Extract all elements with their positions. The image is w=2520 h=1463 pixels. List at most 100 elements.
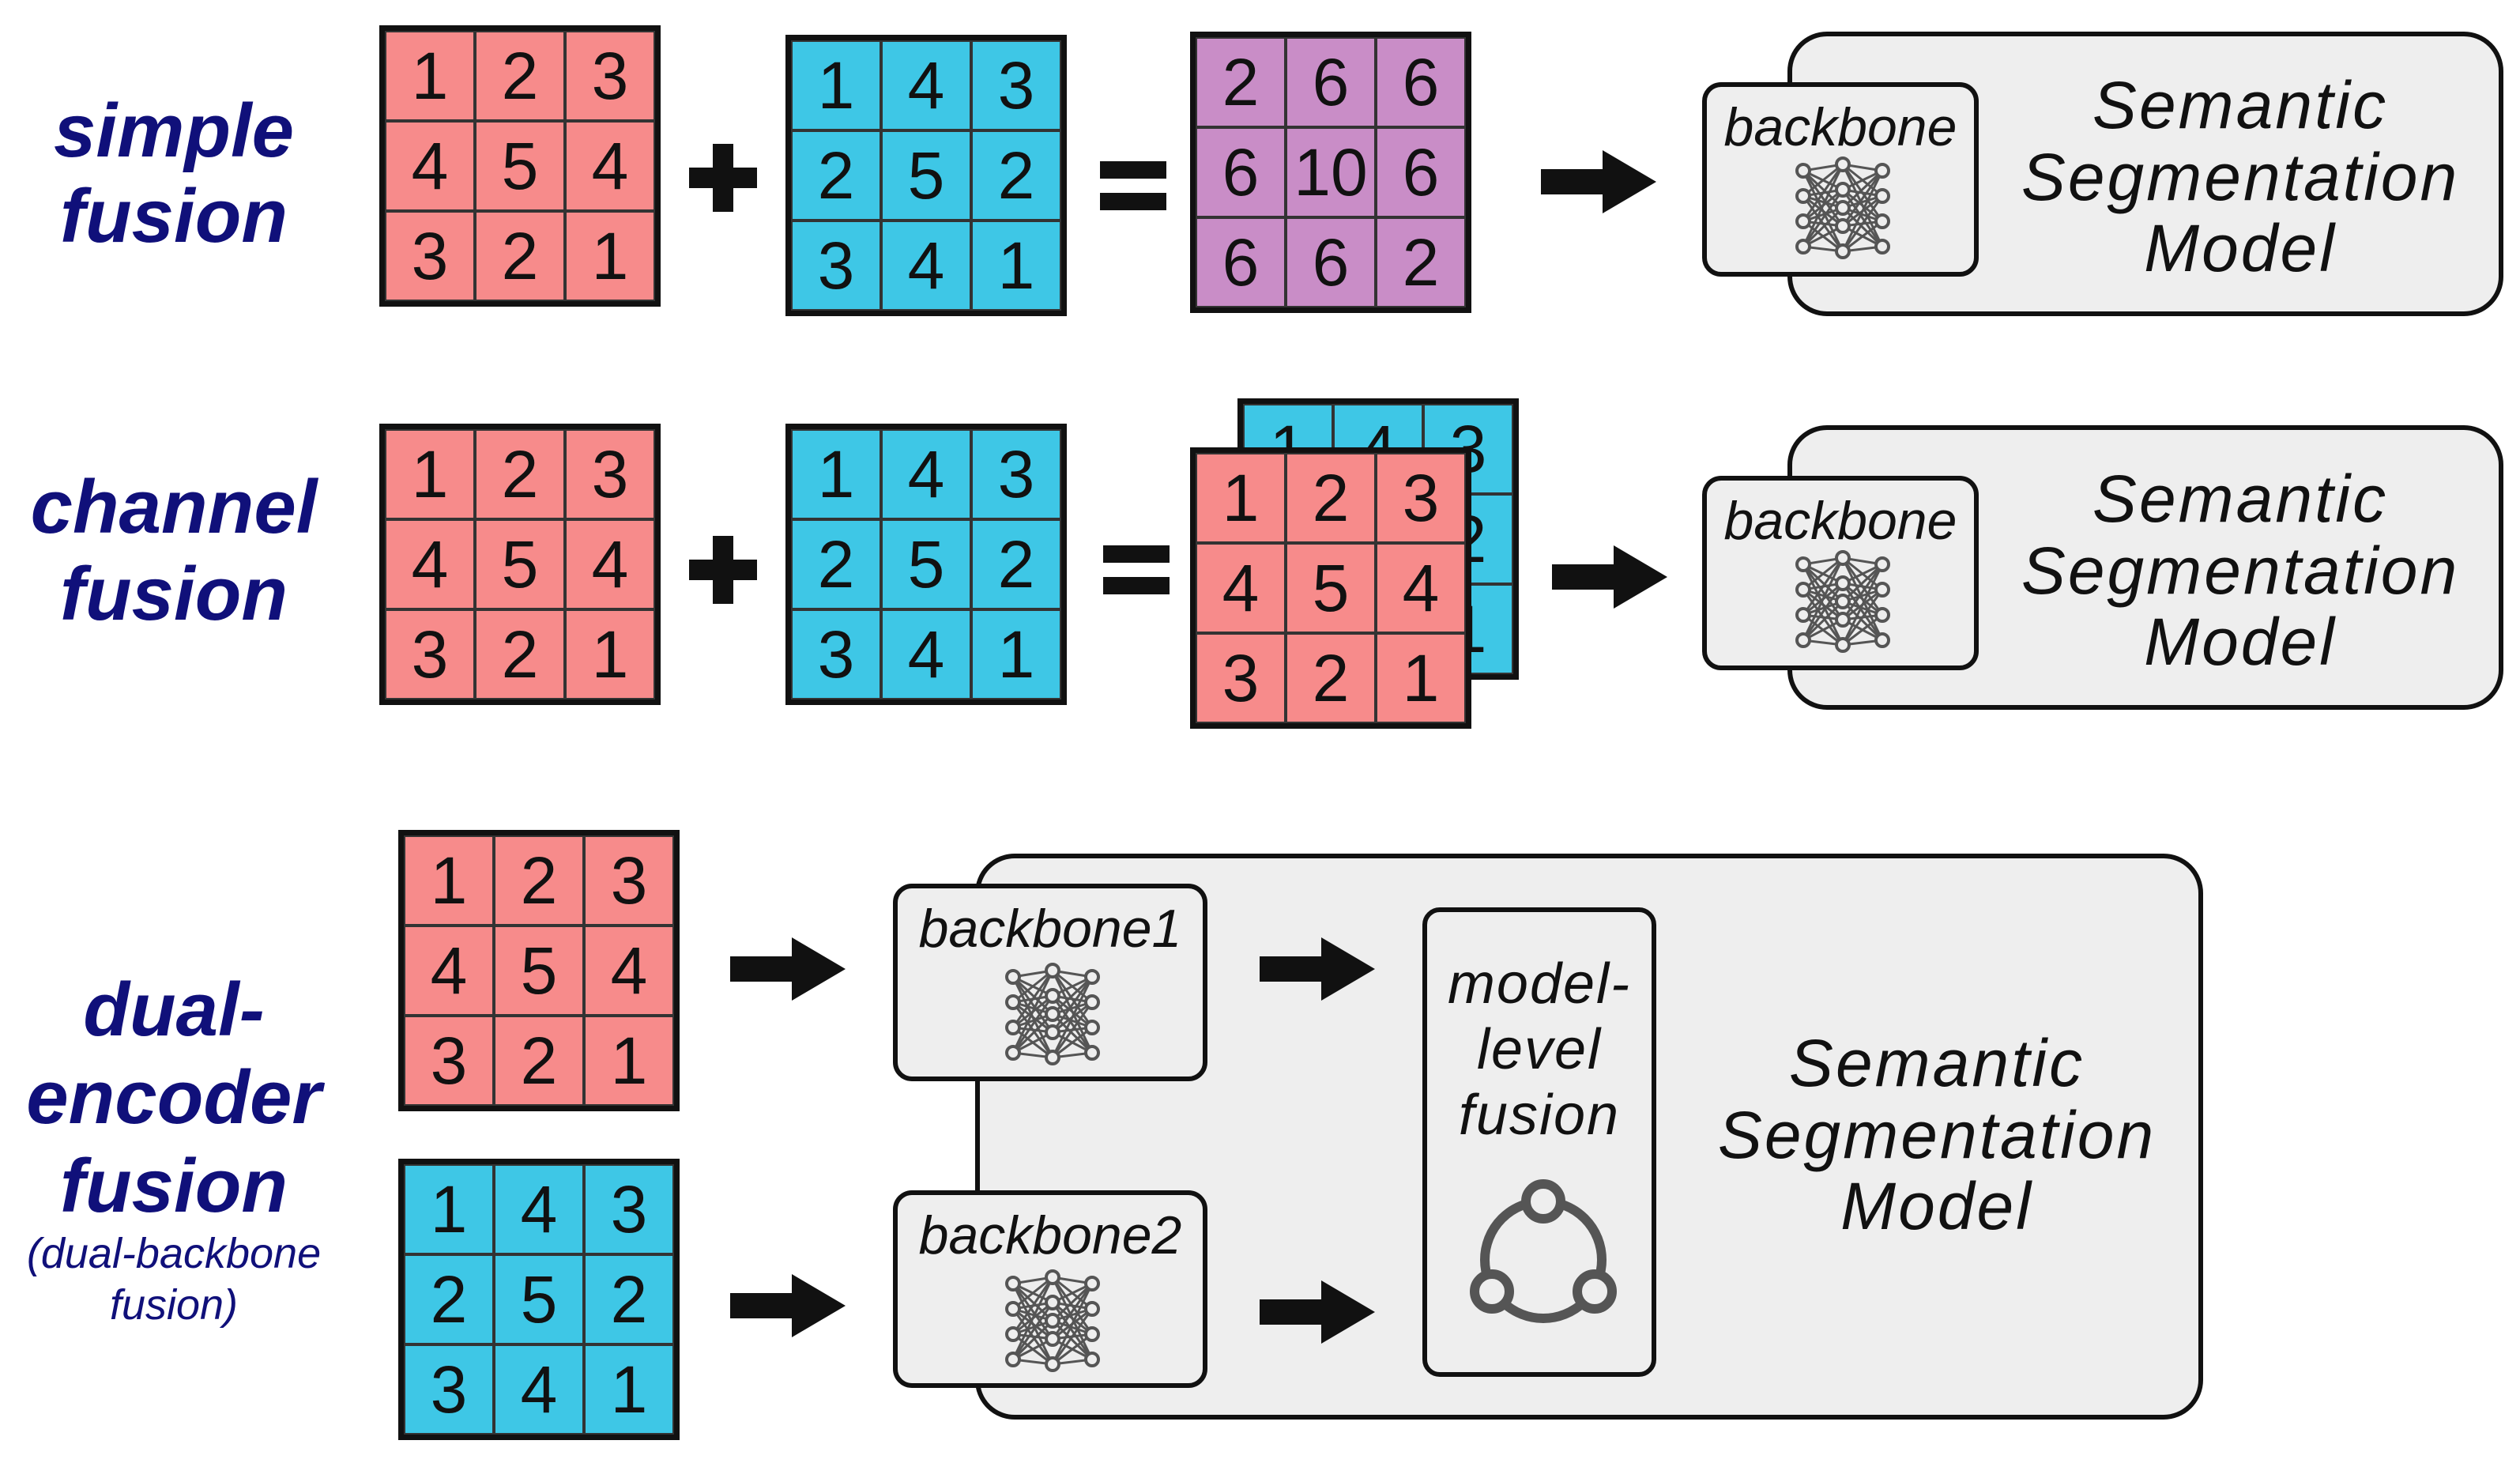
neural-network-icon bbox=[1005, 1269, 1100, 1372]
matrix-cell: 1 bbox=[385, 31, 475, 121]
matrix-cell: 6 bbox=[1376, 37, 1466, 127]
matrix-cell: 1 bbox=[791, 429, 881, 519]
plus-icon bbox=[689, 536, 757, 604]
matrix-cell: 6 bbox=[1196, 217, 1286, 307]
backbone2-label: backbone2 bbox=[918, 1205, 1182, 1265]
backbone-label: backbone bbox=[1723, 97, 1957, 157]
matrix-cell: 1 bbox=[385, 429, 475, 519]
backbone-box: backbone bbox=[1702, 476, 1979, 670]
row-label-line2: fusion bbox=[60, 552, 288, 636]
matrix-cell: 10 bbox=[1286, 127, 1376, 217]
matrix-cell: 2 bbox=[404, 1254, 494, 1344]
model-title-line1: Semantic bbox=[2092, 462, 2389, 536]
row-label-line1: simple bbox=[53, 89, 295, 173]
matrix-cell: 2 bbox=[791, 519, 881, 609]
matrix-cell: 5 bbox=[494, 926, 584, 1016]
matrix-cell: 3 bbox=[791, 609, 881, 699]
model-title-line3: Model bbox=[1840, 1169, 2033, 1244]
matrix-cell: 1 bbox=[565, 609, 655, 699]
model-title-line1: Semantic bbox=[1788, 1026, 2085, 1100]
arrow-icon bbox=[730, 1274, 846, 1337]
matrix-cell: 4 bbox=[584, 926, 674, 1016]
equals-icon bbox=[1103, 545, 1170, 594]
matrix-cell: 4 bbox=[494, 1344, 584, 1435]
matrix-cell: 3 bbox=[404, 1344, 494, 1435]
matrix-cell: 2 bbox=[584, 1254, 674, 1344]
matrix-cell: 1 bbox=[1196, 453, 1286, 543]
row-label-line2: fusion bbox=[60, 174, 288, 258]
matrix-cell: 1 bbox=[584, 1016, 674, 1106]
neural-network-icon bbox=[1795, 156, 1890, 259]
row-label-channel-fusion: channel fusion bbox=[8, 469, 340, 632]
matrix-cell: 1 bbox=[1376, 633, 1466, 723]
matrix-cell: 2 bbox=[494, 835, 584, 926]
matrix-cell: 6 bbox=[1196, 127, 1286, 217]
model-title: Semantic Segmentation Model bbox=[1691, 1027, 2183, 1242]
fusion-label-line3: fusion bbox=[1458, 1083, 1621, 1147]
fusion-label: model- level fusion bbox=[1427, 952, 1652, 1148]
matrix-cell: 4 bbox=[404, 926, 494, 1016]
matrix-cell: 6 bbox=[1286, 37, 1376, 127]
backbone-box: backbone bbox=[1702, 82, 1979, 277]
matrix-cell: 2 bbox=[791, 130, 881, 221]
matrix-cell: 4 bbox=[385, 121, 475, 211]
backbone2-box: backbone2 bbox=[893, 1190, 1207, 1388]
matrix-cell: 5 bbox=[475, 121, 565, 211]
matrix-cell: 5 bbox=[475, 519, 565, 609]
matrix-cell: 3 bbox=[404, 1016, 494, 1106]
neural-network-icon bbox=[1795, 550, 1890, 653]
matrix-cell: 3 bbox=[1376, 453, 1466, 543]
model-title-line1: Semantic bbox=[2092, 68, 2389, 142]
matrix-cell: 3 bbox=[565, 31, 655, 121]
backbone1-box: backbone1 bbox=[893, 884, 1207, 1081]
matrix-cell: 2 bbox=[1286, 453, 1376, 543]
matrix-cell: 4 bbox=[881, 40, 971, 130]
matrix-cell: 2 bbox=[475, 31, 565, 121]
arrow-icon bbox=[730, 937, 846, 1001]
row-sublabel-line2: fusion) bbox=[109, 1280, 239, 1329]
model-title-line3: Model bbox=[2144, 211, 2337, 286]
matrix-cell: 3 bbox=[584, 835, 674, 926]
matrix-cell: 3 bbox=[971, 429, 1061, 519]
row-sublabel-dual-backbone: (dual-backbone fusion) bbox=[0, 1228, 348, 1331]
matrix-cell: 2 bbox=[971, 519, 1061, 609]
matrix-cell: 4 bbox=[1376, 543, 1466, 633]
arrow-icon bbox=[1260, 1280, 1375, 1344]
backbone1-label: backbone1 bbox=[918, 899, 1182, 959]
matrix-cell: 4 bbox=[881, 609, 971, 699]
plus-icon bbox=[689, 144, 757, 212]
equals-icon bbox=[1100, 161, 1166, 210]
backbone-label: backbone bbox=[1723, 491, 1957, 551]
matrix-cell: 5 bbox=[494, 1254, 584, 1344]
matrix-cell: 2 bbox=[1196, 37, 1286, 127]
matrix-cell: 5 bbox=[881, 519, 971, 609]
row-label-simple-fusion: simple fusion bbox=[16, 93, 332, 255]
arrow-icon bbox=[1552, 545, 1667, 609]
fusion-cycle-icon bbox=[1470, 1179, 1617, 1323]
matrix-cell: 6 bbox=[1286, 217, 1376, 307]
matrix-cell: 6 bbox=[1376, 127, 1466, 217]
matrix-cell: 4 bbox=[494, 1164, 584, 1254]
row-label-line1: dual- bbox=[83, 967, 265, 1052]
fusion-label-line2: level bbox=[1476, 1017, 1603, 1081]
matrix-cell: 1 bbox=[565, 211, 655, 301]
fusion-label-line1: model- bbox=[1447, 952, 1632, 1016]
matrix-cell: 3 bbox=[385, 609, 475, 699]
matrix-cell: 4 bbox=[881, 221, 971, 311]
matrix-cell: 5 bbox=[881, 130, 971, 221]
row-label-line2: encoder bbox=[26, 1055, 322, 1141]
matrix-cell: 5 bbox=[1286, 543, 1376, 633]
matrix-cell: 4 bbox=[565, 121, 655, 211]
arrow-icon bbox=[1541, 150, 1656, 213]
matrix-cell: 3 bbox=[565, 429, 655, 519]
matrix-cell: 2 bbox=[475, 609, 565, 699]
matrix-cell: 4 bbox=[565, 519, 655, 609]
matrix-cell: 2 bbox=[1286, 633, 1376, 723]
model-title-line3: Model bbox=[2144, 605, 2337, 680]
